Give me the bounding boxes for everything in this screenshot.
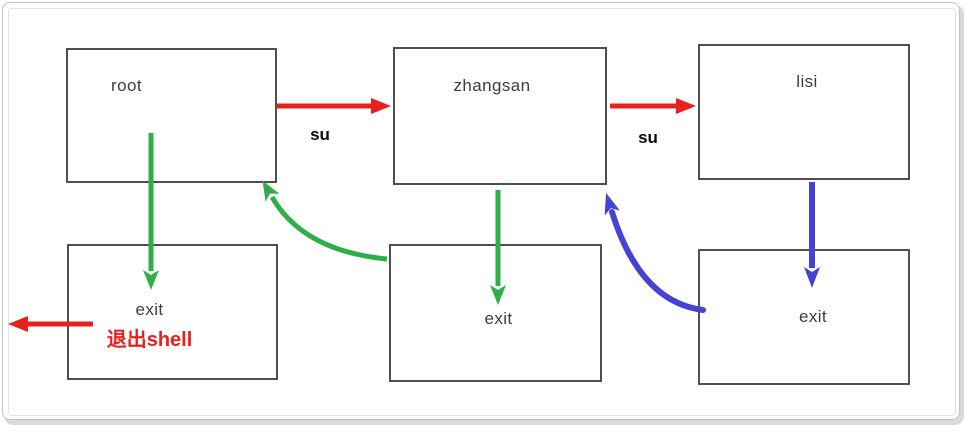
node-zhangsan-label: zhangsan — [453, 76, 531, 95]
node-exit-root-label: exit — [135, 300, 164, 319]
edge-label-su-root-zhangsan: su — [310, 125, 330, 144]
node-exit-lisi-label: exit — [798, 307, 828, 326]
node-root: root — [66, 48, 277, 183]
edge-label-su-zhangsan-lisi: su — [638, 128, 658, 147]
node-exit-zhangsan-label: exit — [484, 309, 513, 328]
node-exit-root-note: 退出shell — [106, 328, 193, 351]
node-lisi-label: lisi — [796, 72, 818, 91]
frame-inner-line — [8, 8, 956, 416]
node-exit-zhangsan: exit — [389, 244, 602, 382]
node-zhangsan: zhangsan — [393, 47, 607, 185]
node-root-label: root — [111, 76, 142, 95]
node-lisi: lisi — [698, 44, 910, 180]
node-exit-root: exit 退出shell — [67, 244, 278, 380]
node-exit-lisi: exit — [698, 249, 910, 385]
